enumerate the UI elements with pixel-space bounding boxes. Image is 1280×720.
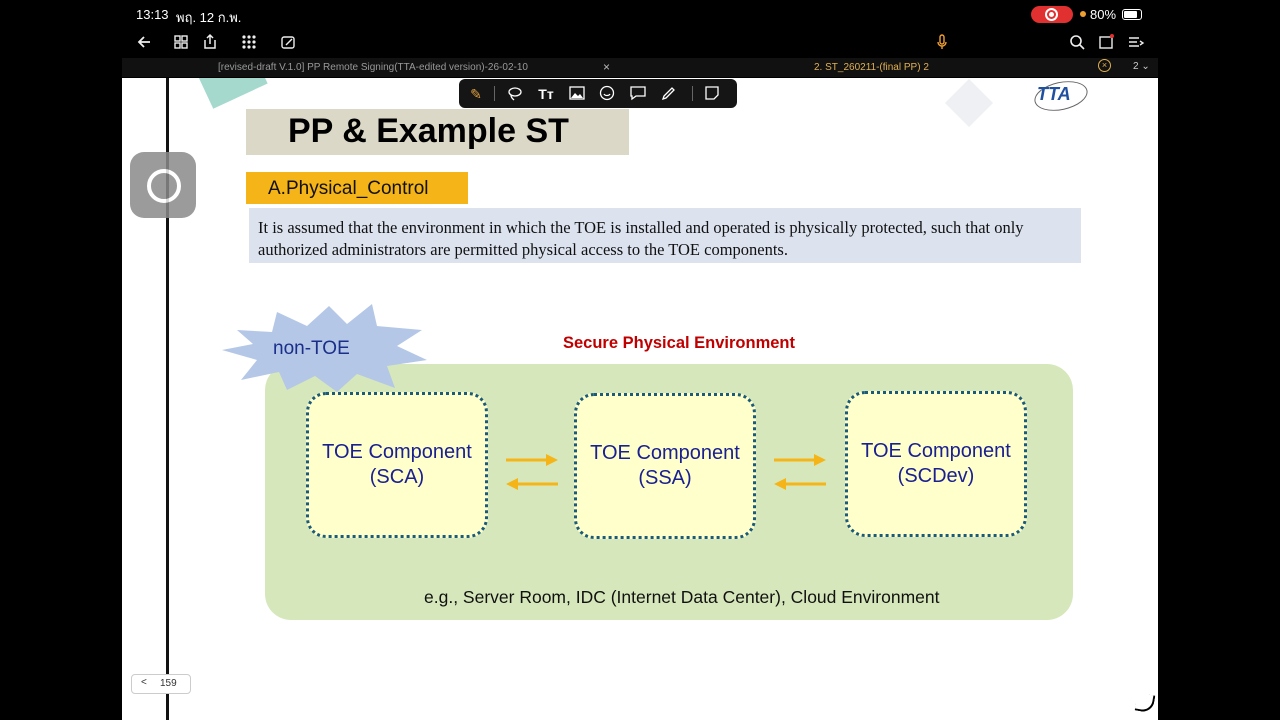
component-name: TOE Component: [322, 441, 472, 463]
status-bar: 13:13 พฤ. 12 ก.พ. 80%: [0, 0, 1280, 28]
sticker-icon[interactable]: [597, 84, 617, 104]
description-text: It is assumed that the environment in wh…: [258, 218, 1024, 259]
app-toolbar: [0, 30, 1280, 56]
back-icon[interactable]: [135, 32, 155, 52]
assumption-tag: A.Physical_Control: [246, 172, 468, 204]
bidirectional-arrow-icon: [506, 454, 558, 490]
apps-icon[interactable]: [239, 32, 259, 52]
pen-icon[interactable]: ✎: [470, 86, 482, 102]
battery-icon: [1122, 9, 1142, 20]
text-icon[interactable]: Tт: [538, 86, 554, 102]
annotation-toolbar: ✎ Tт: [459, 79, 737, 108]
mic-icon[interactable]: [932, 32, 952, 52]
highlighter-icon[interactable]: [659, 84, 679, 104]
share-icon[interactable]: [200, 32, 220, 52]
document-tabs: [revised-draft V.1.0] PP Remote Signing(…: [122, 58, 1158, 77]
component-id: (SSA): [638, 467, 692, 489]
component-name: TOE Component: [590, 442, 740, 464]
edit-icon[interactable]: [278, 32, 298, 52]
assistive-touch-button[interactable]: [130, 152, 196, 218]
battery-percent: 80%: [1090, 7, 1117, 22]
bidirectional-arrow-icon: [774, 454, 826, 490]
non-toe-label: non-TOE: [273, 338, 350, 359]
non-toe-burst: [222, 304, 427, 392]
menu-icon[interactable]: [1125, 32, 1145, 52]
toe-component-sca: TOE Component (SCA): [306, 392, 488, 538]
prev-page-icon[interactable]: <: [141, 677, 147, 688]
toe-component-ssa: TOE Component (SSA): [574, 393, 756, 539]
search-icon[interactable]: [1067, 32, 1087, 52]
decoration-shape: [196, 78, 268, 109]
mic-indicator-icon: [1080, 11, 1086, 17]
image-icon[interactable]: [567, 84, 587, 104]
status-date: พฤ. 12 ก.พ.: [176, 10, 242, 25]
tta-logo: TTA: [1037, 84, 1071, 104]
screen-recording-icon[interactable]: [1031, 6, 1073, 23]
tab-label: 2. ST_260211-(final PP) 2: [814, 62, 929, 73]
component-name: TOE Component: [861, 440, 1011, 462]
page-indicator[interactable]: < 159: [131, 674, 191, 694]
page-title: PP & Example ST: [288, 112, 569, 150]
status-time: 13:13: [136, 7, 169, 22]
slide-page: PP & Example ST TTA A.Physical_Control I…: [122, 78, 1158, 720]
note-icon[interactable]: [702, 84, 722, 104]
bookmark-icon[interactable]: [1096, 32, 1116, 52]
component-id: (SCA): [369, 466, 425, 488]
environment-examples: e.g., Server Room, IDC (Internet Data Ce…: [424, 587, 940, 607]
tab-label: [revised-draft V.1.0] PP Remote Signing(…: [218, 62, 528, 73]
grid-icon[interactable]: [171, 32, 191, 52]
decoration-shape: [944, 78, 994, 128]
component-id: (SCDev): [897, 465, 975, 487]
page-number: 159: [160, 678, 177, 689]
assumption-description: It is assumed that the environment in wh…: [249, 208, 1081, 263]
close-icon[interactable]: ×: [603, 60, 611, 74]
tab-count-dropdown[interactable]: 2 ⌄: [1133, 61, 1150, 72]
close-icon[interactable]: ×: [1098, 59, 1111, 72]
toe-component-scdev: TOE Component (SCDev): [845, 391, 1027, 537]
tab-st-final[interactable]: 2. ST_260211-(final PP) 2 ×: [622, 58, 1118, 77]
environment-label: Secure Physical Environment: [563, 334, 796, 352]
title-banner: PP & Example ST: [246, 109, 629, 155]
comment-icon[interactable]: [628, 84, 648, 104]
tab-revised-draft[interactable]: [revised-draft V.1.0] PP Remote Signing(…: [122, 58, 618, 77]
lasso-icon[interactable]: [505, 84, 525, 104]
assumption-label: A.Physical_Control: [268, 178, 429, 199]
margin-line: [166, 78, 169, 720]
